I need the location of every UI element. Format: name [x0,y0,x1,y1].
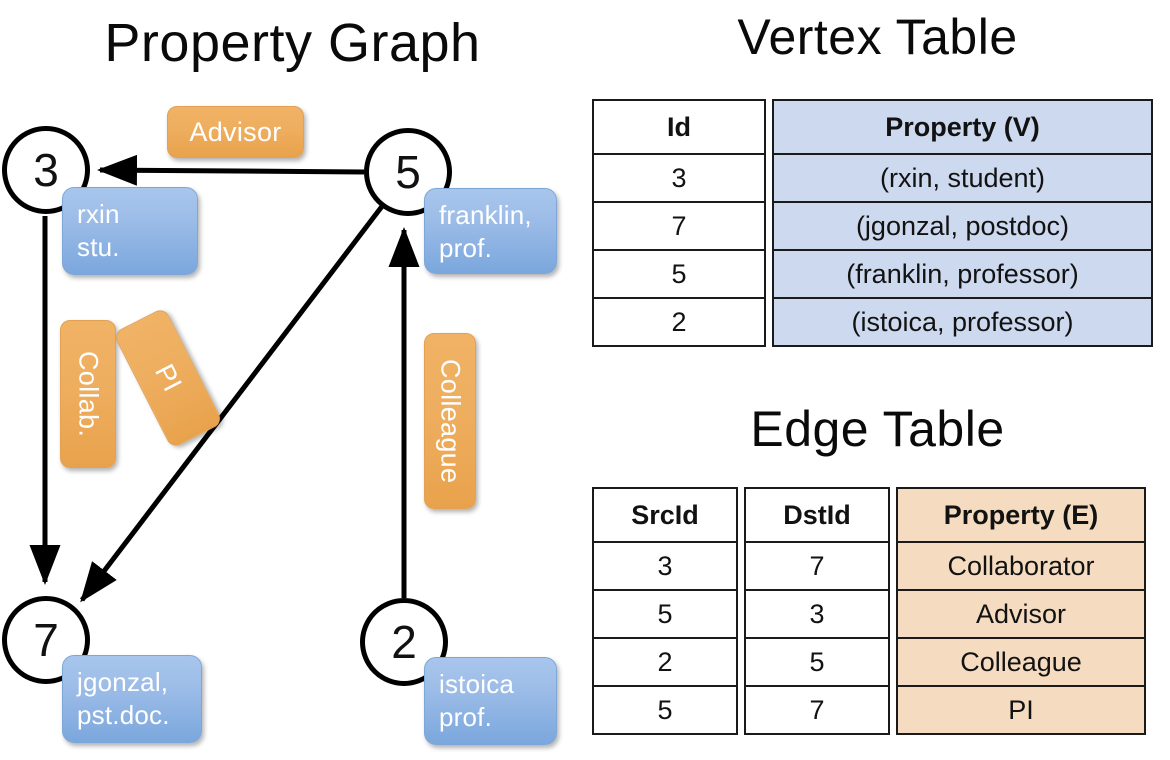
table-row: 3 [744,589,890,639]
table-row: 5 [592,685,738,735]
vertex-property-line-2: pst.doc. [77,699,170,730]
table-header-row: DstId [744,487,890,543]
vertex-property-line-1: franklin, [439,200,532,230]
vertex-node-2[interactable]: 2 [360,598,448,686]
column-header-id: Id [592,99,766,155]
edge-table-dstid-column: DstId 7 3 5 7 [744,487,890,735]
table-row: Advisor [896,589,1146,639]
vertex-property-line-1: rxin [77,199,120,229]
table-row: Collaborator [896,541,1146,591]
vertex-table-property-column: Property (V) (rxin, student) (jgonzal, p… [772,99,1153,347]
vertex-property-box-5: franklin, prof. [424,188,557,274]
table-header-row: SrcId [592,487,738,543]
vertex-property-box-7: jgonzal, pst.doc. [62,655,202,743]
table-row: (jgonzal, postdoc) [772,201,1153,251]
cell-property: Advisor [896,589,1146,639]
table-row: 5 [744,637,890,687]
cell-srcid: 2 [592,637,738,687]
cell-property: (franklin, professor) [772,249,1153,299]
table-row: (istoica, professor) [772,297,1153,347]
vertex-table-id-column: Id 3 7 5 2 [592,99,766,347]
table-row: 5 [592,589,738,639]
vertex-property-line-2: stu. [77,231,120,262]
graph-edges-layer [29,154,420,603]
page-title-property-graph: Property Graph [104,13,481,73]
edge-5-to-3 [97,154,365,186]
cell-property: (istoica, professor) [772,297,1153,347]
edge-property-label: PI [149,359,188,397]
table-header-row: Property (V) [772,99,1153,155]
edge-property-label: Collab. [73,350,104,438]
cell-property: Collaborator [896,541,1146,591]
table-row: 5 [592,249,766,299]
table-header-row: Property (E) [896,487,1146,543]
vertex-node-5[interactable]: 5 [364,128,452,216]
cell-srcid: 3 [592,541,738,591]
vertex-property-line-1: jgonzal, [77,667,169,697]
cell-dstid: 3 [744,589,890,639]
property-graph-diagram: 3 5 7 2 rxin stu. franklin, prof. jgonza… [2,106,557,745]
page-title-vertex-table: Vertex Table [737,9,1018,65]
cell-property: Colleague [896,637,1146,687]
table-row: PI [896,685,1146,735]
cell-property: (jgonzal, postdoc) [772,201,1153,251]
edge-table-property-column: Property (E) Collaborator Advisor Collea… [896,487,1146,735]
edge-property-label: Colleague [435,358,466,484]
cell-dstid: 7 [744,541,890,591]
vertex-property-box-3: rxin stu. [62,187,198,275]
cell-property: (rxin, student) [772,153,1153,203]
column-header-property-e: Property (E) [896,487,1146,543]
table-row: 7 [744,685,890,735]
edge-property-box-colleague: Colleague [424,333,476,509]
vertex-property-line-2: prof. [439,701,493,732]
cell-id: 5 [592,249,766,299]
table-row: 2 [592,297,766,347]
vertex-table: Id 3 7 5 2 Property (V) (rxin, student) … [592,99,1153,347]
table-row: (rxin, student) [772,153,1153,203]
cell-property: PI [896,685,1146,735]
table-row: 7 [592,201,766,251]
edge-table: SrcId 3 5 2 5 DstId 7 3 5 7 Property (E) [592,487,1146,735]
cell-srcid: 5 [592,685,738,735]
column-header-property-v: Property (V) [772,99,1153,155]
table-row: 3 [592,541,738,591]
vertex-property-box-2: istoica prof. [424,657,557,745]
table-row: 3 [592,153,766,203]
cell-srcid: 5 [592,589,738,639]
page-title-edge-table: Edge Table [750,401,1005,457]
cell-id: 7 [592,201,766,251]
table-row: 2 [592,637,738,687]
edge-5-to-7 [80,203,385,603]
edge-property-box-collab: Collab. [60,320,116,468]
cell-dstid: 5 [744,637,890,687]
column-header-srcid: SrcId [592,487,738,543]
edge-table-srcid-column: SrcId 3 5 2 5 [592,487,738,735]
table-row: (franklin, professor) [772,249,1153,299]
cell-id: 2 [592,297,766,347]
column-header-dstid: DstId [744,487,890,543]
edge-property-box-advisor: Advisor [167,106,304,158]
edge-property-label: Advisor [189,116,282,147]
cell-dstid: 7 [744,685,890,735]
table-row: Colleague [896,637,1146,687]
vertex-property-line-1: istoica [439,669,515,699]
table-header-row: Id [592,99,766,155]
table-row: 7 [744,541,890,591]
vertex-property-line-2: prof. [439,232,493,263]
cell-id: 3 [592,153,766,203]
